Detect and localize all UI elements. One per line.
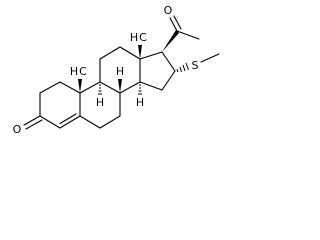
c13-methyl-h-label: H bbox=[130, 31, 138, 44]
steroid-structure-diagram: O H C H C bbox=[13, 4, 220, 136]
hash-bond-c14-h bbox=[138, 84, 142, 95]
ketone-oxygen-label: O bbox=[13, 123, 22, 136]
bond-c9-c8 bbox=[99, 81, 121, 94]
hash-bond-c16-s bbox=[176, 62, 189, 73]
bond-c3-o-double bbox=[25, 119, 43, 130]
sulfur-label: S bbox=[192, 59, 199, 72]
bond-c12-c13 bbox=[119, 46, 141, 60]
c10-methyl-h-label: H bbox=[70, 65, 78, 78]
bond-c7-c6 bbox=[99, 115, 121, 129]
c13-methyl-c-label: C bbox=[139, 31, 147, 44]
bond-c6-c5 bbox=[79, 115, 101, 129]
bond-c3-o bbox=[23, 115, 41, 126]
ring-b bbox=[79, 81, 121, 129]
hash-bond-c9-h bbox=[98, 84, 102, 95]
ring-a bbox=[39, 81, 81, 129]
c10-methyl-c-label: C bbox=[79, 65, 87, 78]
bond-c10-c9 bbox=[79, 81, 101, 94]
h-c8-label: H bbox=[116, 65, 124, 78]
ring-c bbox=[99, 46, 141, 94]
thiomethyl-group: S bbox=[176, 53, 220, 73]
bond-s-methyl bbox=[200, 53, 220, 63]
wedge-c17-acetyl bbox=[162, 30, 179, 52]
bond-c16-c15 bbox=[161, 70, 176, 91]
bond-c13-c17 bbox=[139, 51, 163, 60]
c10-methyl: H C bbox=[70, 65, 87, 93]
wedge-c13-methyl bbox=[138, 45, 142, 59]
wedge-c8-h bbox=[118, 79, 122, 93]
h-c14-label: H bbox=[136, 96, 144, 109]
stereo-hydrogens: H H H bbox=[96, 65, 144, 109]
h-c9-label: H bbox=[96, 96, 104, 109]
bond-c14-c8 bbox=[119, 81, 141, 94]
bond-c17-c16 bbox=[161, 51, 176, 72]
bond-c4-c5-double bbox=[59, 113, 77, 125]
bond-c1-c2 bbox=[39, 81, 61, 94]
bond-c5-c6 bbox=[39, 115, 61, 129]
c13-methyl: H C bbox=[130, 31, 147, 59]
bond-acetyl-o-double bbox=[173, 15, 182, 30]
ring-d bbox=[139, 51, 176, 91]
acetyl-oxygen-label: O bbox=[164, 4, 173, 17]
bond-c15-c14 bbox=[139, 81, 163, 91]
acetyl-group: O bbox=[162, 4, 200, 52]
wedge-c10-methyl bbox=[78, 79, 82, 93]
bond-c4-c5 bbox=[59, 115, 81, 129]
bond-c11-c12 bbox=[99, 46, 121, 60]
bond-c2-c3 bbox=[59, 81, 81, 94]
bond-acetyl-methyl bbox=[176, 30, 200, 40]
bond-acetyl-o bbox=[169, 17, 178, 32]
ketone-group: O bbox=[13, 115, 43, 136]
